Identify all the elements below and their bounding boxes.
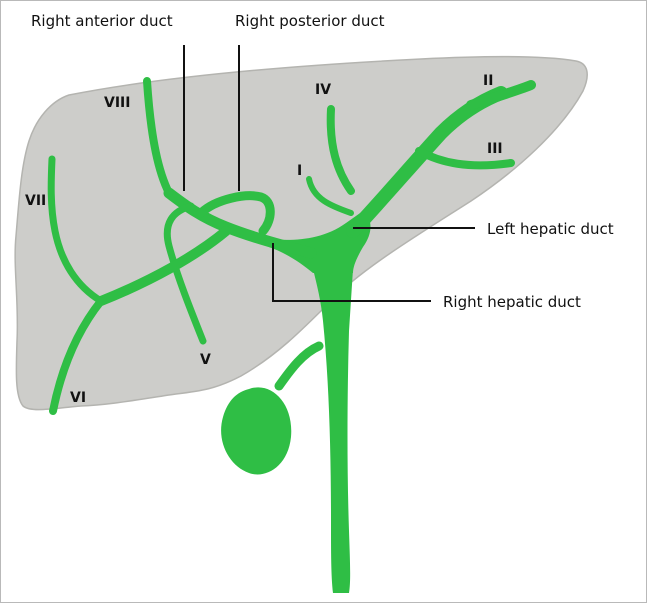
label-segment-ii: II (483, 73, 493, 89)
label-right-hepatic-duct: Right hepatic duct (443, 293, 581, 311)
label-segment-iv: IV (315, 82, 331, 98)
common-bile-duct (313, 269, 353, 593)
cystic-duct (279, 346, 319, 386)
label-segment-iii: III (487, 141, 503, 157)
label-segment-vi: VI (70, 390, 86, 406)
gallbladder (221, 387, 291, 474)
label-right-anterior-duct: Right anterior duct (31, 12, 173, 30)
label-segment-i: I (297, 163, 302, 179)
label-segment-v: V (200, 352, 211, 368)
label-segment-viii: VIII (104, 95, 130, 111)
label-left-hepatic-duct: Left hepatic duct (487, 220, 614, 238)
label-right-posterior-duct: Right posterior duct (235, 12, 385, 30)
label-segment-vii: VII (25, 193, 46, 209)
